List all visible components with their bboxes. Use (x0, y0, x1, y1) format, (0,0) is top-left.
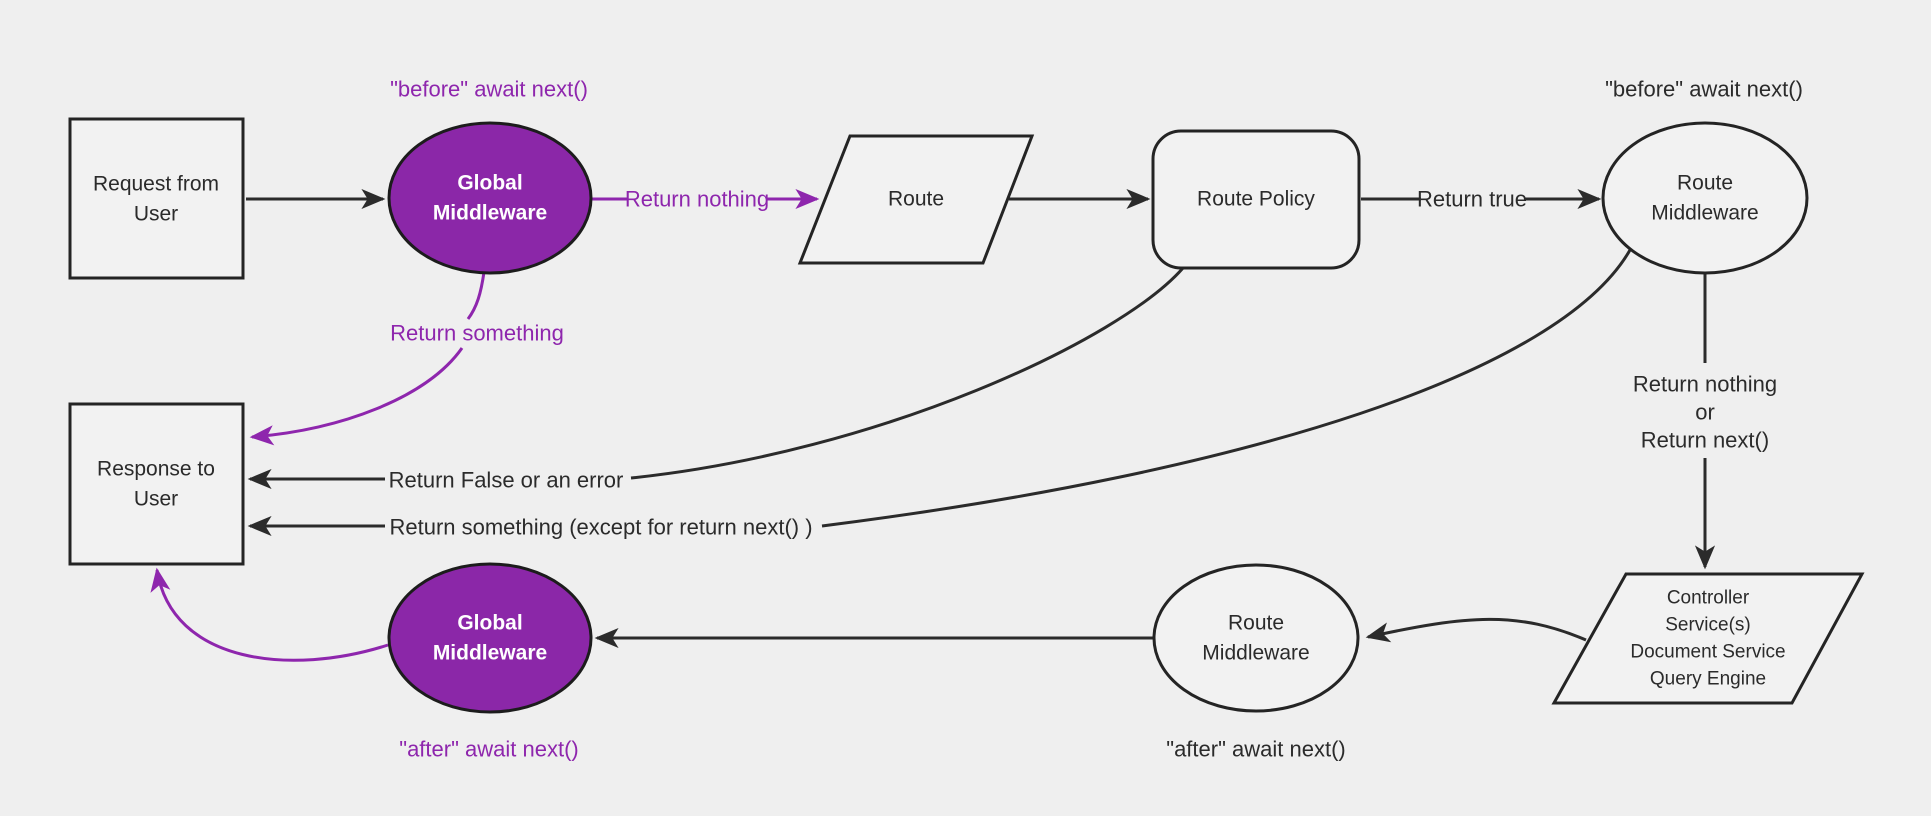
node-route-middleware-top: Route Middleware (1601, 121, 1809, 275)
label-return-something: Return something (390, 321, 564, 346)
route-middleware-top-ellipse (1601, 121, 1809, 275)
response-to-user-box (68, 402, 245, 566)
edge-global-middleware-to-response (150, 567, 389, 662)
route-parallelogram (797, 134, 1035, 265)
edge-controllers-to-route-middleware (1365, 617, 1587, 643)
label-return-nothing: Return nothing (625, 187, 769, 212)
global-middleware-bottom-label-line2: Middleware (433, 642, 547, 665)
controllers-label-line4: Query Engine (1650, 669, 1766, 690)
label-after-await-next-route: "after" await next() (1166, 737, 1345, 762)
node-global-middleware-top: Global Middleware (387, 121, 593, 275)
controllers-label-line2: Service(s) (1665, 615, 1751, 636)
route-middleware-top-label-line2: Middleware (1651, 202, 1758, 225)
label-return-something-except: Return something (except for return next… (389, 515, 812, 540)
route-middleware-bottom-label-line1: Route (1228, 612, 1284, 635)
label-return-nothing-or-line2: or (1695, 400, 1715, 425)
global-middleware-top-label-line1: Global (457, 172, 522, 195)
node-response-to-user: Response to User (68, 402, 245, 566)
route-policy-box (1151, 129, 1361, 270)
global-middleware-top-label-line2: Middleware (433, 202, 547, 225)
label-return-nothing-or-line1: Return nothing (1633, 372, 1777, 397)
route-policy-label: Route Policy (1197, 188, 1315, 211)
route-middleware-bottom-ellipse (1152, 563, 1360, 713)
label-return-true: Return true (1417, 187, 1527, 212)
label-return-nothing-or-line3: Return next() (1641, 428, 1769, 453)
label-return-false-or-error: Return False or an error (389, 468, 624, 493)
node-global-middleware-bottom: Global Middleware (387, 562, 593, 714)
label-before-await-next-global: "before" await next() (390, 77, 588, 102)
route-middleware-top-label-line1: Route (1677, 172, 1733, 195)
label-before-await-next-route: "before" await next() (1605, 77, 1803, 102)
node-request-from-user: Request from User (68, 117, 245, 280)
edge-return-something-segment1 (466, 271, 486, 320)
route-label: Route (888, 188, 944, 211)
global-middleware-bottom-label-line1: Global (457, 612, 522, 635)
request-from-user-label-line2: User (134, 203, 178, 226)
controllers-parallelogram (1551, 572, 1865, 705)
controllers-label-line1: Controller (1667, 588, 1750, 609)
node-route: Route (797, 134, 1035, 265)
response-to-user-label-line2: User (134, 488, 178, 511)
edge-return-something-segment2 (249, 347, 464, 446)
label-after-await-next-global: "after" await next() (399, 737, 578, 762)
edge-return-something-except-curve (821, 249, 1632, 528)
request-from-user-box (68, 117, 245, 280)
node-route-middleware-bottom: Route Middleware (1152, 563, 1360, 713)
route-middleware-bottom-label-line2: Middleware (1202, 642, 1309, 665)
response-to-user-label-line1: Response to (97, 458, 215, 481)
global-middleware-bottom-ellipse (387, 562, 593, 714)
request-from-user-label-line1: Request from (93, 173, 219, 196)
node-controllers: Controller Service(s) Document Service Q… (1551, 572, 1865, 705)
edge-return-false-curve (630, 267, 1185, 480)
global-middleware-top-ellipse (387, 121, 593, 275)
node-route-policy: Route Policy (1151, 129, 1361, 270)
controllers-label-line3: Document Service (1630, 642, 1785, 663)
